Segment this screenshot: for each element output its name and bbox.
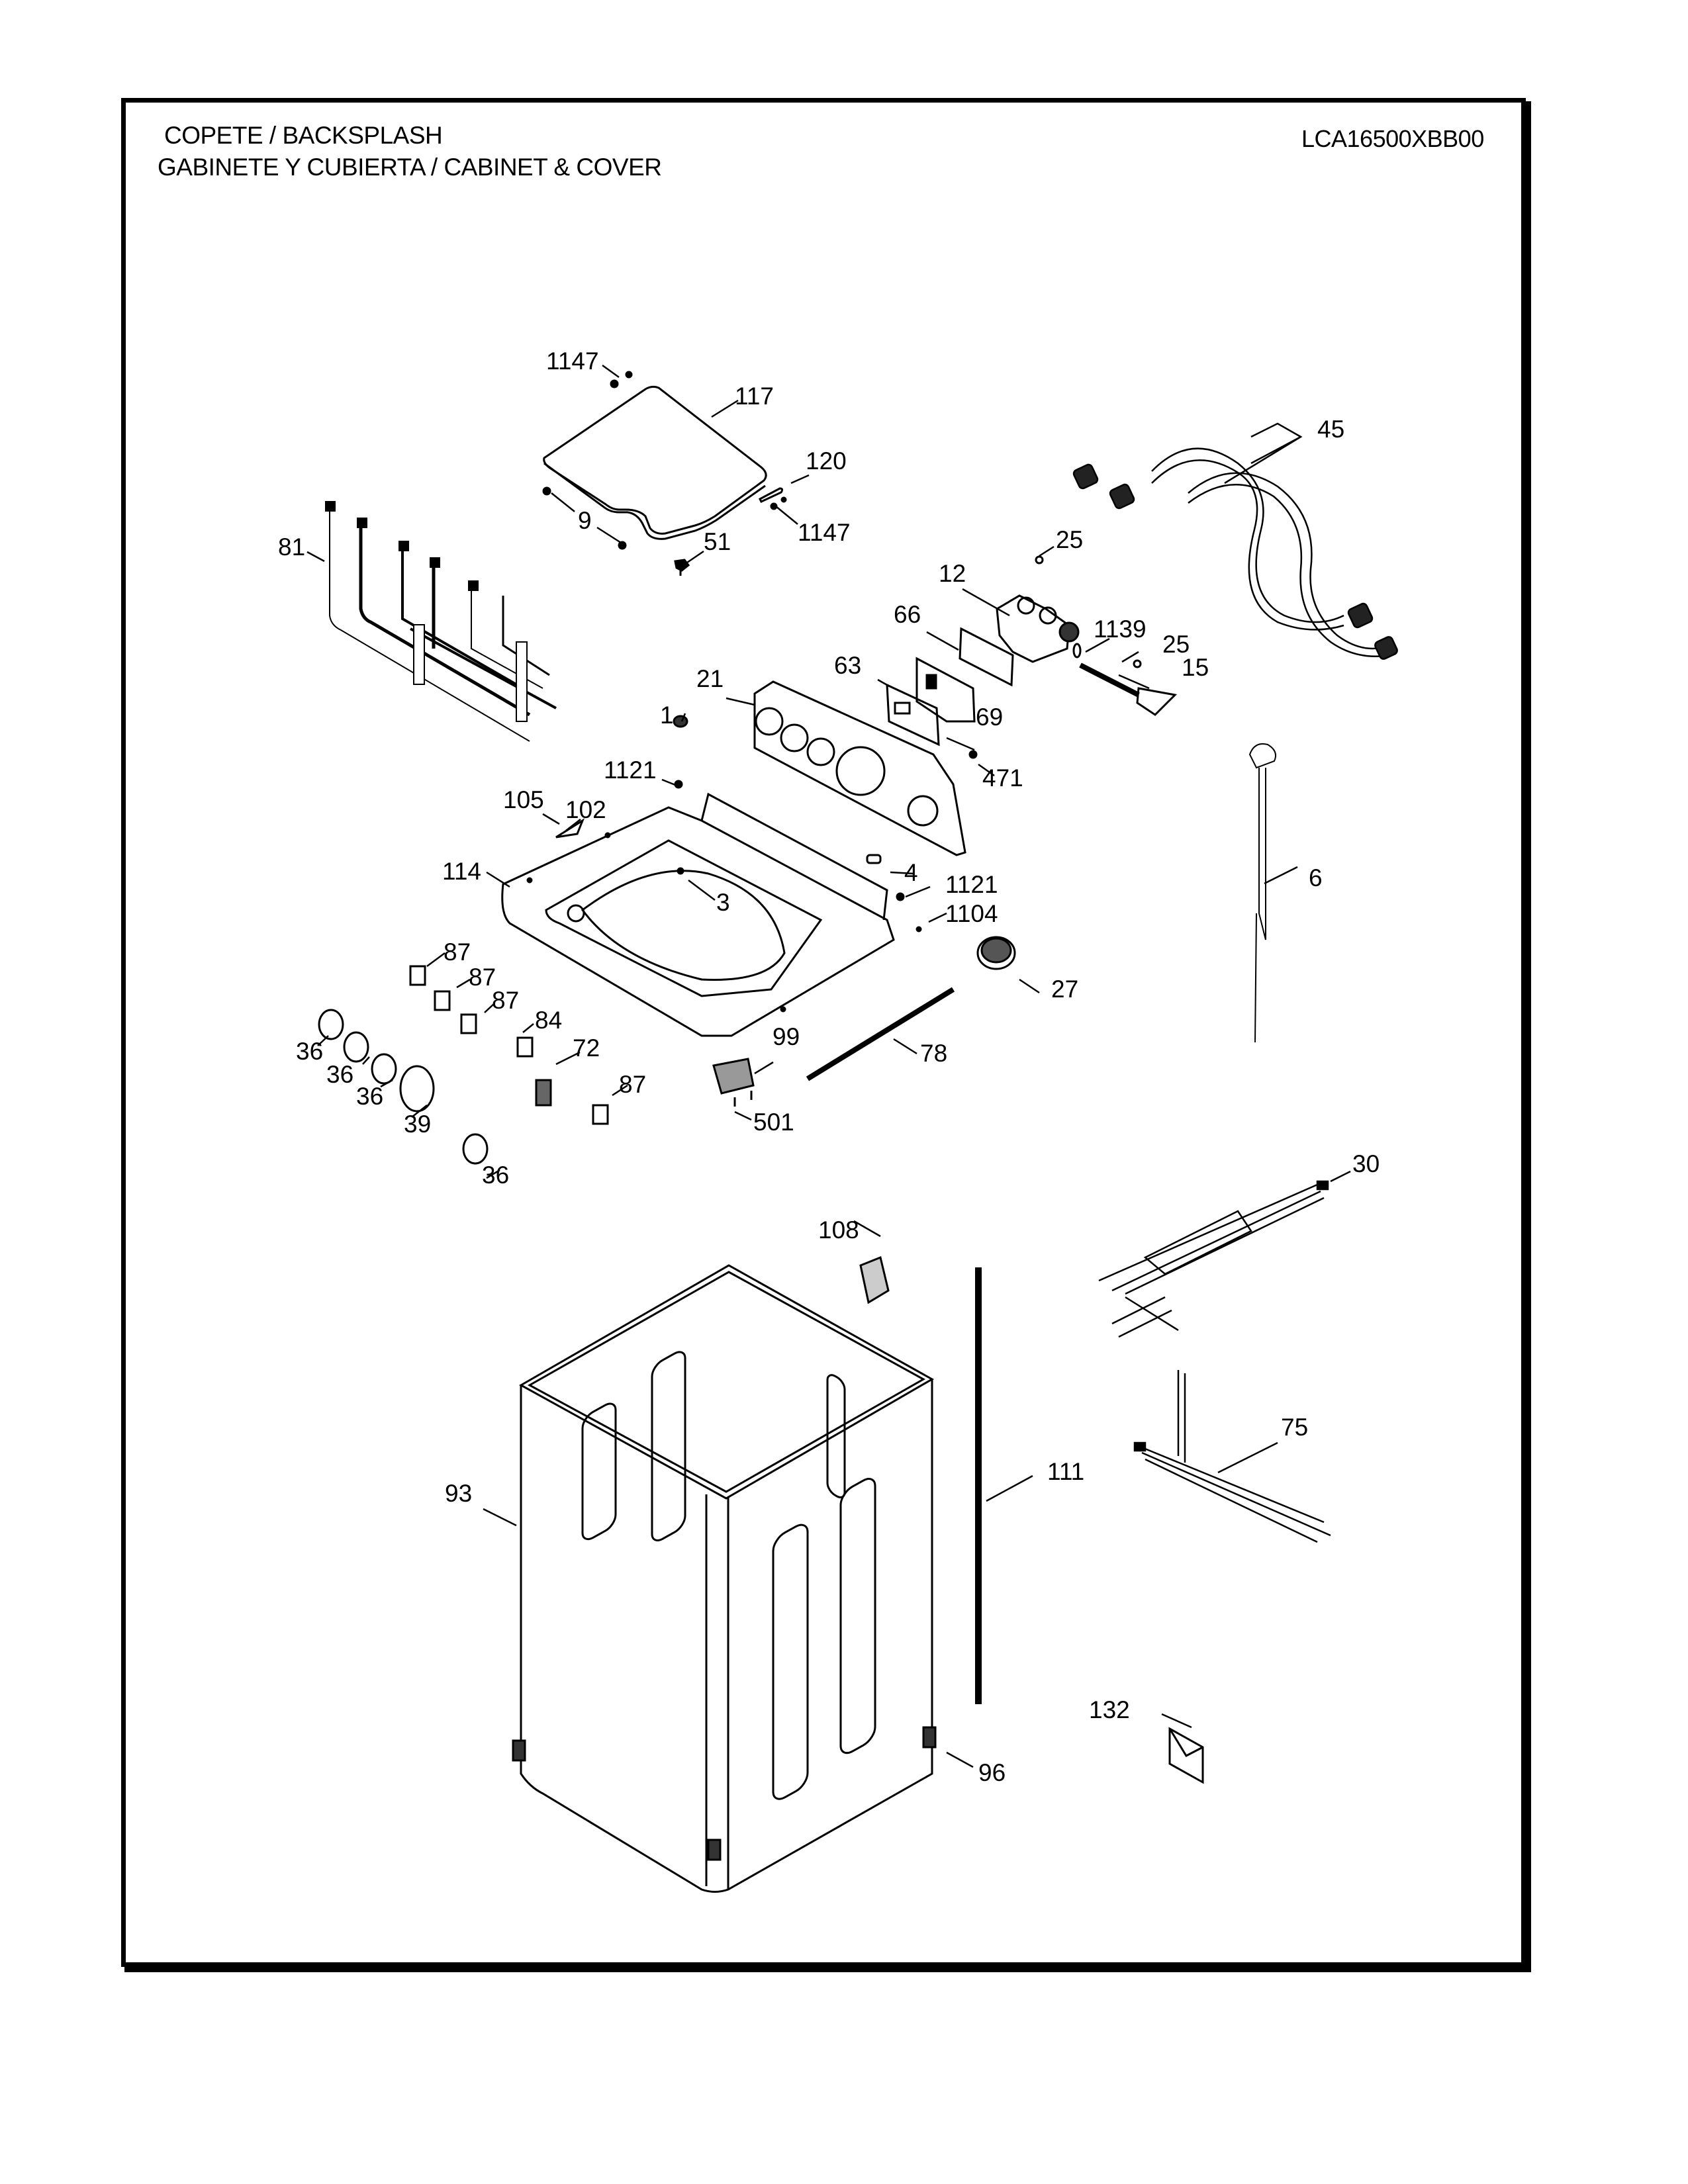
- control-board-cover-part[interactable]: [887, 685, 939, 745]
- pressure-tube-part[interactable]: [1250, 744, 1276, 1042]
- pressure-switch-part[interactable]: [978, 937, 1015, 969]
- callout-21[interactable]: 21: [696, 665, 724, 692]
- main-knob-part[interactable]: [400, 1066, 434, 1111]
- callout-51[interactable]: 51: [704, 528, 731, 555]
- callout-72[interactable]: 72: [573, 1034, 600, 1062]
- callout-25[interactable]: 25: [1056, 526, 1084, 553]
- wire-harness-30-part[interactable]: [1099, 1181, 1328, 1337]
- callout-87[interactable]: 87: [444, 938, 471, 966]
- callout-69[interactable]: 69: [976, 704, 1004, 731]
- callout-78[interactable]: 78: [920, 1040, 948, 1067]
- callout-36[interactable]: 36: [326, 1061, 354, 1088]
- bracket-part[interactable]: [960, 629, 1013, 685]
- callout-66[interactable]: 66: [894, 601, 921, 628]
- callout-3[interactable]: 3: [716, 889, 730, 916]
- callout-96[interactable]: 96: [978, 1759, 1006, 1786]
- callout-471[interactable]: 471: [982, 764, 1023, 792]
- frame-shadow: [1526, 101, 1531, 1972]
- cord-clamp-part[interactable]: [861, 1257, 888, 1302]
- callout-27[interactable]: 27: [1051, 976, 1079, 1003]
- wire-harness-78-part[interactable]: [808, 989, 953, 1079]
- lid-switch-part[interactable]: [536, 1080, 551, 1105]
- callout-1147[interactable]: 1147: [798, 519, 851, 546]
- hinge-pin-part[interactable]: [675, 560, 688, 576]
- screw-icon: [970, 557, 1141, 758]
- callout-36[interactable]: 36: [356, 1083, 384, 1110]
- callout-36[interactable]: 36: [482, 1161, 510, 1189]
- callout-1104[interactable]: 1104: [945, 900, 998, 927]
- literature-envelope-icon: [1170, 1729, 1203, 1782]
- callout-36[interactable]: 36: [296, 1038, 324, 1065]
- model-number: LCA16500XBB00: [1301, 125, 1484, 152]
- callout-132[interactable]: 132: [1089, 1696, 1130, 1723]
- screw-icon: [735, 1091, 751, 1107]
- callout-39[interactable]: 39: [404, 1111, 432, 1138]
- clamp-part[interactable]: [1074, 644, 1080, 657]
- control-board-part[interactable]: [917, 659, 974, 721]
- callout-105[interactable]: 105: [503, 786, 544, 813]
- callout-6[interactable]: 6: [1309, 864, 1323, 891]
- callout-501[interactable]: 501: [753, 1109, 794, 1136]
- inlet-hoses-part[interactable]: [1072, 449, 1399, 660]
- callout-25[interactable]: 25: [1162, 631, 1190, 658]
- knob-part[interactable]: [319, 1010, 487, 1163]
- callout-120[interactable]: 120: [806, 447, 847, 475]
- callout-63[interactable]: 63: [834, 652, 862, 679]
- wire-harness-75-part[interactable]: [1135, 1370, 1331, 1542]
- callout-1121[interactable]: 1121: [604, 756, 657, 784]
- callout-4[interactable]: 4: [904, 859, 918, 886]
- water-inlet-valve-part[interactable]: [997, 596, 1078, 662]
- callout-1147[interactable]: 1147: [546, 347, 599, 375]
- leveling-leg-part[interactable]: [513, 1727, 935, 1860]
- callout-1121[interactable]: 1121: [945, 871, 998, 898]
- callout-45[interactable]: 45: [1317, 416, 1345, 443]
- callout-9[interactable]: 9: [578, 507, 592, 534]
- callout-93[interactable]: 93: [445, 1480, 473, 1507]
- plug-part[interactable]: [867, 855, 880, 863]
- callout-87[interactable]: 87: [469, 964, 496, 991]
- callout-75[interactable]: 75: [1281, 1414, 1309, 1441]
- leader-lines: [307, 365, 1350, 1767]
- diagram-frame: [121, 98, 1526, 1967]
- top-cover-part[interactable]: [502, 794, 894, 1036]
- cabinet-part[interactable]: [521, 1265, 932, 1892]
- clip-part[interactable]: [674, 716, 687, 727]
- callout-81[interactable]: 81: [278, 533, 306, 561]
- control-panel-part[interactable]: [755, 682, 965, 855]
- callout-12[interactable]: 12: [939, 560, 966, 587]
- callout-15[interactable]: 15: [1182, 654, 1209, 681]
- callout-1[interactable]: 1: [660, 702, 674, 729]
- callout-102[interactable]: 102: [565, 796, 606, 823]
- callout-87[interactable]: 87: [492, 987, 520, 1014]
- switch-part[interactable]: [410, 966, 608, 1124]
- lid-part[interactable]: [544, 387, 766, 539]
- callout-114[interactable]: 114: [442, 858, 481, 885]
- wire-harness-81-part[interactable]: [326, 502, 556, 741]
- screw-icon: [528, 781, 921, 1011]
- callout-111[interactable]: 111: [1047, 1458, 1085, 1485]
- callout-87[interactable]: 87: [619, 1071, 647, 1098]
- section-title-cabinet-cover: GABINETE Y CUBIERTA / CABINET & COVER: [158, 154, 662, 181]
- callout-84[interactable]: 84: [535, 1007, 563, 1034]
- callout-108[interactable]: 108: [818, 1216, 859, 1244]
- lid-lock-part[interactable]: [714, 1059, 753, 1093]
- section-title-backsplash: COPETE / BACKSPLASH: [164, 122, 443, 149]
- callout-117[interactable]: 117: [735, 383, 774, 410]
- callout-1139[interactable]: 1139: [1094, 615, 1147, 643]
- lid-hinge-spring-part[interactable]: [760, 488, 782, 502]
- callout-99[interactable]: 99: [773, 1023, 800, 1050]
- callout-30[interactable]: 30: [1352, 1150, 1380, 1177]
- frame-shadow: [124, 1967, 1529, 1972]
- fill-nozzle-part[interactable]: [1080, 665, 1175, 715]
